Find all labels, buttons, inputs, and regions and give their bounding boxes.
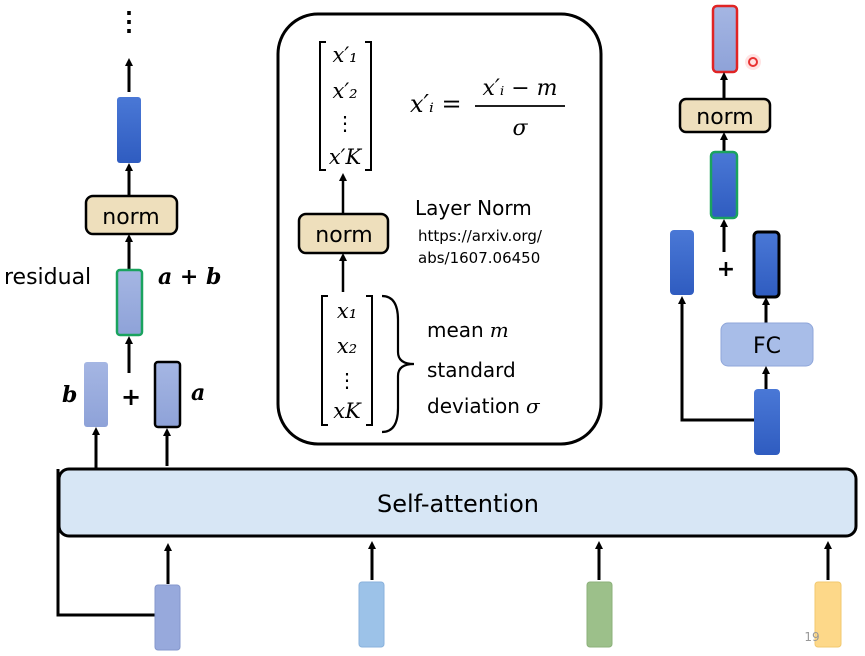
input-token-1: [154, 584, 181, 651]
layer-norm-panel-border: [276, 12, 603, 446]
b-label: b: [62, 382, 77, 408]
output-element-1: x′₁: [332, 43, 357, 67]
plus-sign-left: +: [121, 383, 141, 411]
final-output-vector: [711, 4, 739, 74]
std-label-line1: standard: [427, 358, 516, 382]
b-vector: [84, 362, 108, 427]
formula-numerator: x′ᵢ − m: [482, 76, 557, 101]
input-token-3: [586, 581, 613, 648]
right-skip-vector: [670, 230, 694, 295]
curly-brace: [381, 294, 415, 434]
layer-norm-title: Layer Norm: [415, 196, 532, 220]
a-label: a: [191, 380, 205, 406]
input-bracket-left: [321, 295, 328, 426]
fc-label: FC: [753, 334, 781, 359]
continuation-ellipsis: ⋮: [116, 7, 142, 37]
right-skip-arrow: [678, 296, 754, 422]
paper-link-line2[interactable]: abs/1607.06450: [418, 249, 540, 267]
input-element-k: xK: [333, 399, 362, 423]
left-column: ⋮ norm residual a + b b + a: [4, 7, 221, 466]
input-tokens: [154, 541, 842, 651]
output-bracket-left: [319, 41, 326, 171]
cursor-glow: [745, 54, 761, 70]
input-bracket-right: [366, 295, 373, 426]
left-norm-label: norm: [102, 205, 160, 230]
fc-output-vector: [752, 230, 781, 299]
self-attention-label: Self-attention: [377, 490, 539, 518]
input-element-1: x₁: [337, 299, 357, 323]
right-residual-sum-vector: [709, 150, 739, 220]
input-element-2: x₂: [337, 334, 357, 358]
layer-norm-panel: x′₁ x′₂ ⋮ x′K x′ᵢ = x′ᵢ − m σ norm Layer…: [276, 12, 603, 446]
formula-denominator: σ: [512, 116, 528, 141]
output-element-2: x′₂: [332, 79, 357, 103]
output-ellipsis: ⋮: [335, 111, 355, 135]
slide-number: 19: [804, 630, 819, 644]
input-ellipsis: ⋮: [337, 368, 357, 392]
residual-sum-vector: [115, 268, 144, 337]
paper-link-line1[interactable]: https://arxiv.org/: [418, 227, 543, 245]
a-vector: [153, 360, 182, 429]
output-bracket-right: [365, 41, 372, 171]
right-input-vector: [754, 389, 780, 455]
input-token-2: [358, 581, 385, 648]
residual-label: residual: [4, 265, 91, 290]
sum-label: a + b: [158, 264, 221, 290]
output-element-k: x′K: [329, 145, 363, 169]
formula-lhs: x′ᵢ =: [410, 90, 462, 118]
input-token-4: [814, 581, 842, 648]
left-output-vector: [117, 97, 141, 163]
plus-sign-right: +: [717, 257, 735, 282]
cursor-pointer-dot: [748, 57, 758, 67]
right-column: norm + FC: [670, 4, 814, 455]
right-norm-label: norm: [696, 105, 754, 130]
center-norm-label: norm: [315, 223, 373, 248]
